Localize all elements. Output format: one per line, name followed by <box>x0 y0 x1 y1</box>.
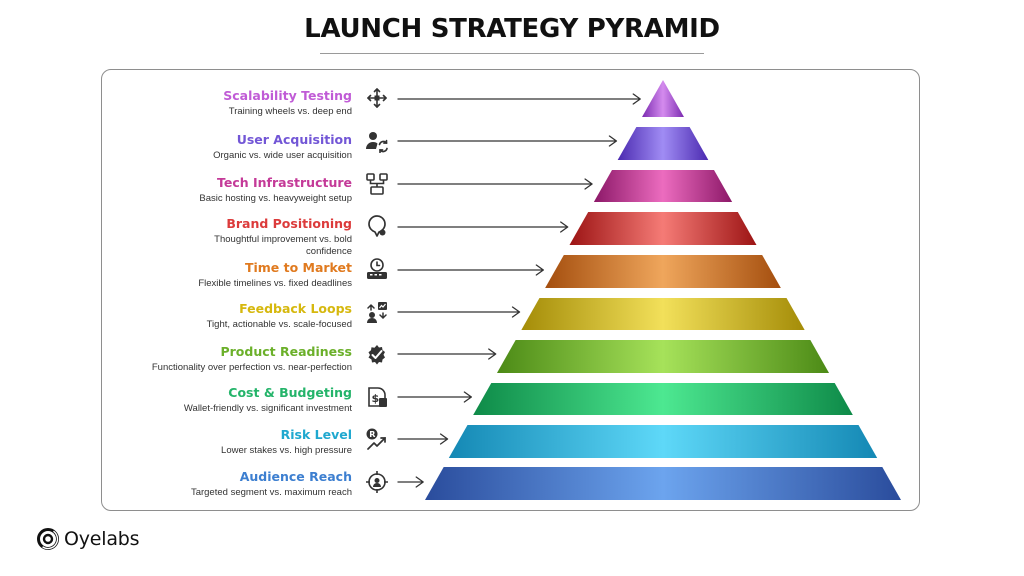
level-desc: Thoughtful improvement vs. bold confiden… <box>214 234 352 257</box>
money-icon: $ <box>368 387 387 407</box>
connector-arrow <box>397 221 569 233</box>
connector-arrow <box>397 178 593 190</box>
clock-calendar-icon <box>367 258 387 279</box>
level-title: User Acquisition <box>236 132 352 147</box>
connector-arrow <box>397 135 618 147</box>
level-desc: Flexible timelines vs. fixed deadlines <box>198 278 352 289</box>
pyramid-layer-scalability-testing <box>642 80 684 117</box>
connector-arrow <box>397 476 424 488</box>
level-desc: Wallet-friendly vs. significant investme… <box>183 403 352 414</box>
level-desc: Training wheels vs. deep end <box>228 106 352 117</box>
level-title: Cost & Budgeting <box>228 385 352 400</box>
level-label-cost-budgeting: Cost & Budgeting Wallet-friendly vs. sig… <box>184 385 352 415</box>
connector-arrow <box>397 264 544 276</box>
level-title: Risk Level <box>280 427 352 442</box>
level-label-tech-infrastructure: Tech Infrastructure Basic hosting vs. he… <box>199 175 352 205</box>
pyramid-layer-feedback-loops <box>521 298 805 330</box>
level-label-scalability-testing: Scalability Testing Training wheels vs. … <box>223 88 352 118</box>
level-title: Brand Positioning <box>226 216 352 231</box>
level-label-brand-positioning: Brand Positioning Thoughtful improvement… <box>182 216 352 258</box>
target-icon <box>366 471 388 493</box>
level-label-audience-reach: Audience Reach Targeted segment vs. maxi… <box>191 469 352 499</box>
level-label-product-readiness: Product Readiness Functionality over per… <box>152 344 352 374</box>
level-title: Product Readiness <box>220 344 352 359</box>
connector-arrow <box>397 93 641 105</box>
pyramid-layer-product-readiness <box>496 340 830 373</box>
level-label-feedback-loops: Feedback Loops Tight, actionable vs. sca… <box>207 301 352 331</box>
svg-text:R: R <box>369 430 375 439</box>
connector-arrow <box>397 391 473 403</box>
brand: Oyelabs <box>36 526 140 552</box>
level-desc: Organic vs. wide user acquisition <box>213 150 352 161</box>
pyramid-layer-cost-budgeting <box>473 383 853 415</box>
level-desc: Basic hosting vs. heavyweight setup <box>199 193 352 204</box>
level-label-time-to-market: Time to Market Flexible timelines vs. fi… <box>198 260 352 290</box>
connector-arrow <box>397 348 497 360</box>
oyelabs-logo-icon <box>37 528 59 550</box>
risk-chart-icon: R <box>366 428 386 450</box>
brand-name: Oyelabs <box>64 528 140 550</box>
network-icon <box>366 173 388 195</box>
level-title: Audience Reach <box>239 469 352 484</box>
level-desc: Lower stakes vs. high pressure <box>221 445 352 456</box>
svg-text:$: $ <box>372 392 380 405</box>
level-title: Feedback Loops <box>239 301 352 316</box>
connector-arrow <box>397 433 449 445</box>
level-title: Tech Infrastructure <box>217 175 352 190</box>
checkmark-gear-icon <box>368 345 385 365</box>
level-desc: Tight, actionable vs. scale-focused <box>206 319 352 330</box>
level-title: Scalability Testing <box>223 88 352 103</box>
pyramid-layer-time-to-market <box>545 255 781 288</box>
pyramid-layer-audience-reach <box>425 467 901 500</box>
title-divider <box>320 53 704 54</box>
connector-arrow <box>397 306 521 318</box>
move-arrows-icon <box>367 88 387 108</box>
level-label-risk-level: Risk Level Lower stakes vs. high pressur… <box>221 427 352 457</box>
level-desc: Targeted segment vs. maximum reach <box>190 487 352 498</box>
diagram-frame <box>101 69 920 511</box>
pyramid-layer-risk-level <box>448 425 878 458</box>
pyramid-layer-brand-positioning <box>569 212 757 245</box>
page-title: LAUNCH STRATEGY PYRAMID <box>304 14 720 44</box>
user-refresh-icon <box>366 132 388 153</box>
badge-icon <box>368 215 386 237</box>
level-label-user-acquisition: User Acquisition Organic vs. wide user a… <box>213 132 352 162</box>
level-title: Time to Market <box>244 260 352 275</box>
pyramid-layer-tech-infrastructure <box>593 170 733 202</box>
pyramid-layer-user-acquisition <box>617 127 709 160</box>
level-desc: Functionality over perfection vs. near-p… <box>151 362 352 373</box>
feedback-icon <box>367 302 387 323</box>
